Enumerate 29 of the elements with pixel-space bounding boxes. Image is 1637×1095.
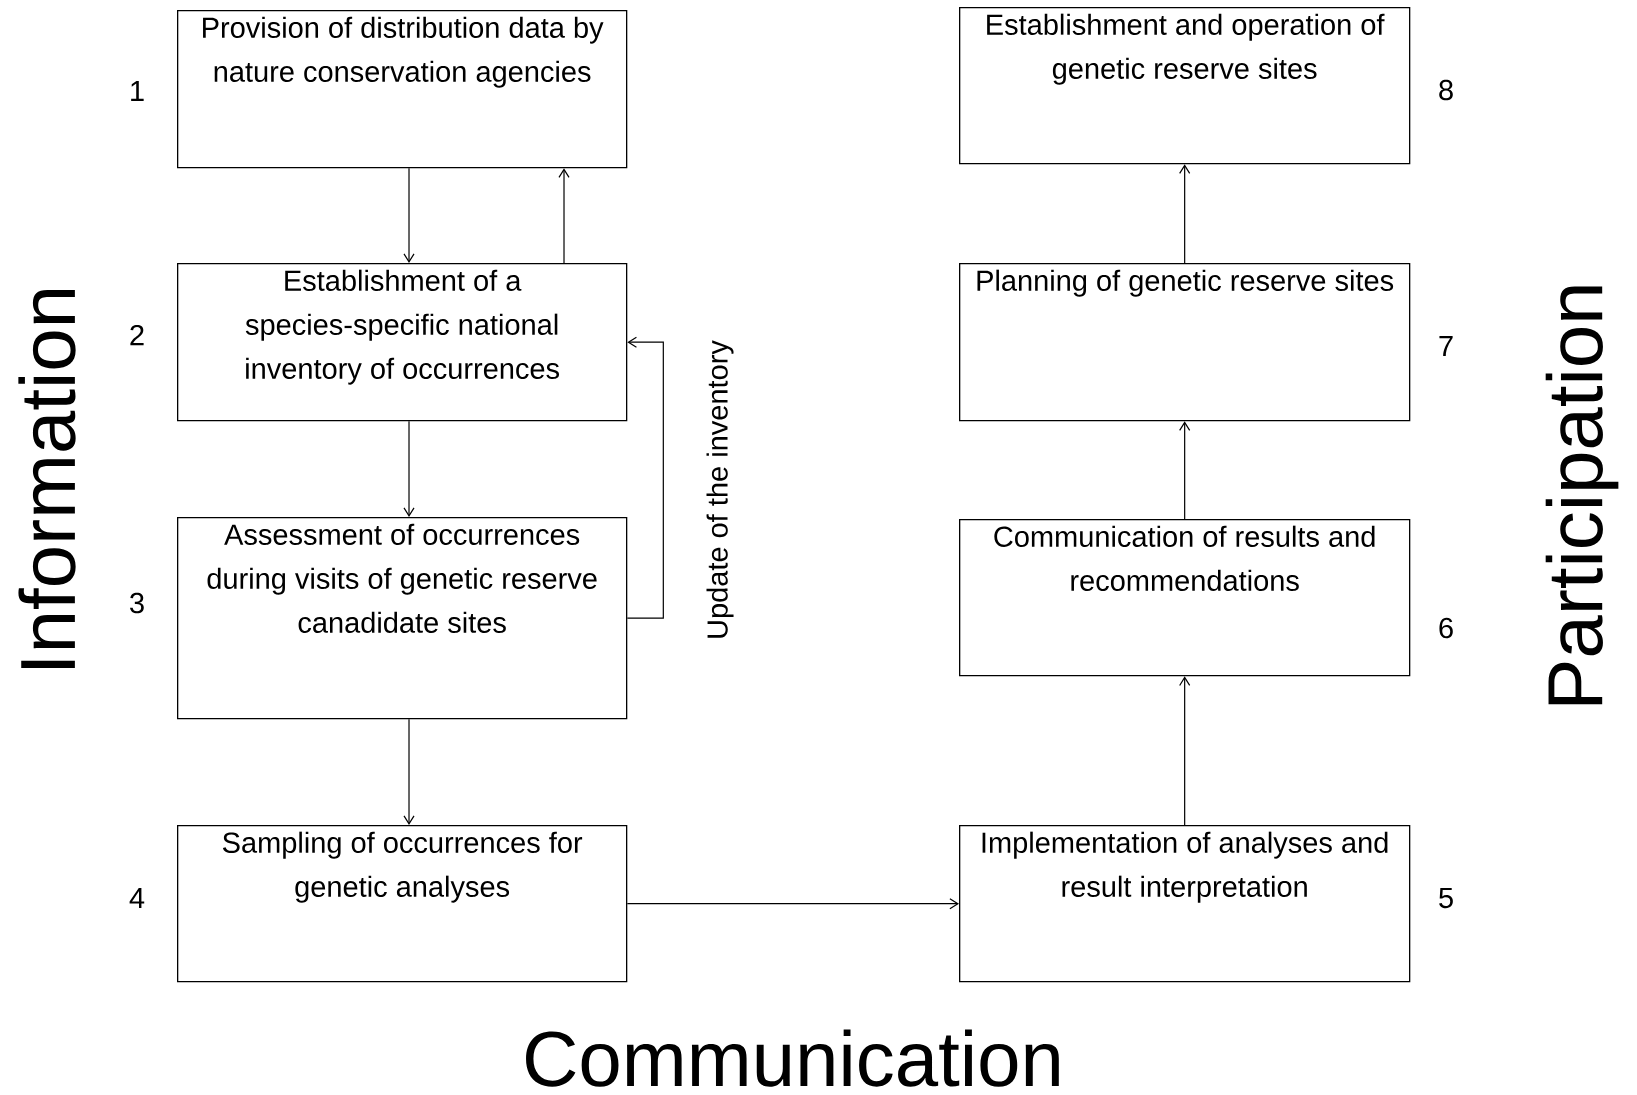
process-box: Communication of results and recommendations <box>959 519 1411 677</box>
step-number: 5 <box>1439 887 1453 909</box>
step-number: 1 <box>131 81 144 101</box>
edge-label: Update of the inventory <box>704 338 736 642</box>
process-box: Establishment of a species-specific national inventory of occurrences <box>177 263 628 422</box>
step-number: 6 <box>1439 617 1453 639</box>
step-number: 7 <box>1439 336 1453 356</box>
arrow <box>626 898 959 910</box>
arrow <box>626 336 664 619</box>
arrow <box>1179 676 1191 826</box>
side-label: Participation <box>1545 286 1619 705</box>
step-number: 2 <box>130 324 144 346</box>
step-number: 3 <box>130 592 144 614</box>
arrow <box>403 167 415 263</box>
process-box: Assessment of occurrences during visits of genetic reserve canadidate sites <box>177 517 628 720</box>
step-number: 8 <box>1439 79 1453 101</box>
process-box: Provision of distribution data by nature conservation agencies <box>177 10 628 169</box>
process-box: Sampling of occurrences for genetic analyses <box>177 825 628 983</box>
arrow <box>1179 164 1191 264</box>
arrow <box>403 718 415 825</box>
arrow <box>558 168 570 264</box>
arrow <box>1179 421 1191 520</box>
process-box: Implementation of analyses and result interpretation <box>959 825 1411 983</box>
process-box: Planning of genetic reserve sites <box>959 263 1411 422</box>
side-label: Communication <box>526 1029 1059 1087</box>
side-label: Information <box>18 290 76 668</box>
arrow <box>403 420 415 517</box>
step-number: 4 <box>129 888 145 908</box>
process-box: Establishment and operation of genetic reserve sites <box>959 7 1411 165</box>
